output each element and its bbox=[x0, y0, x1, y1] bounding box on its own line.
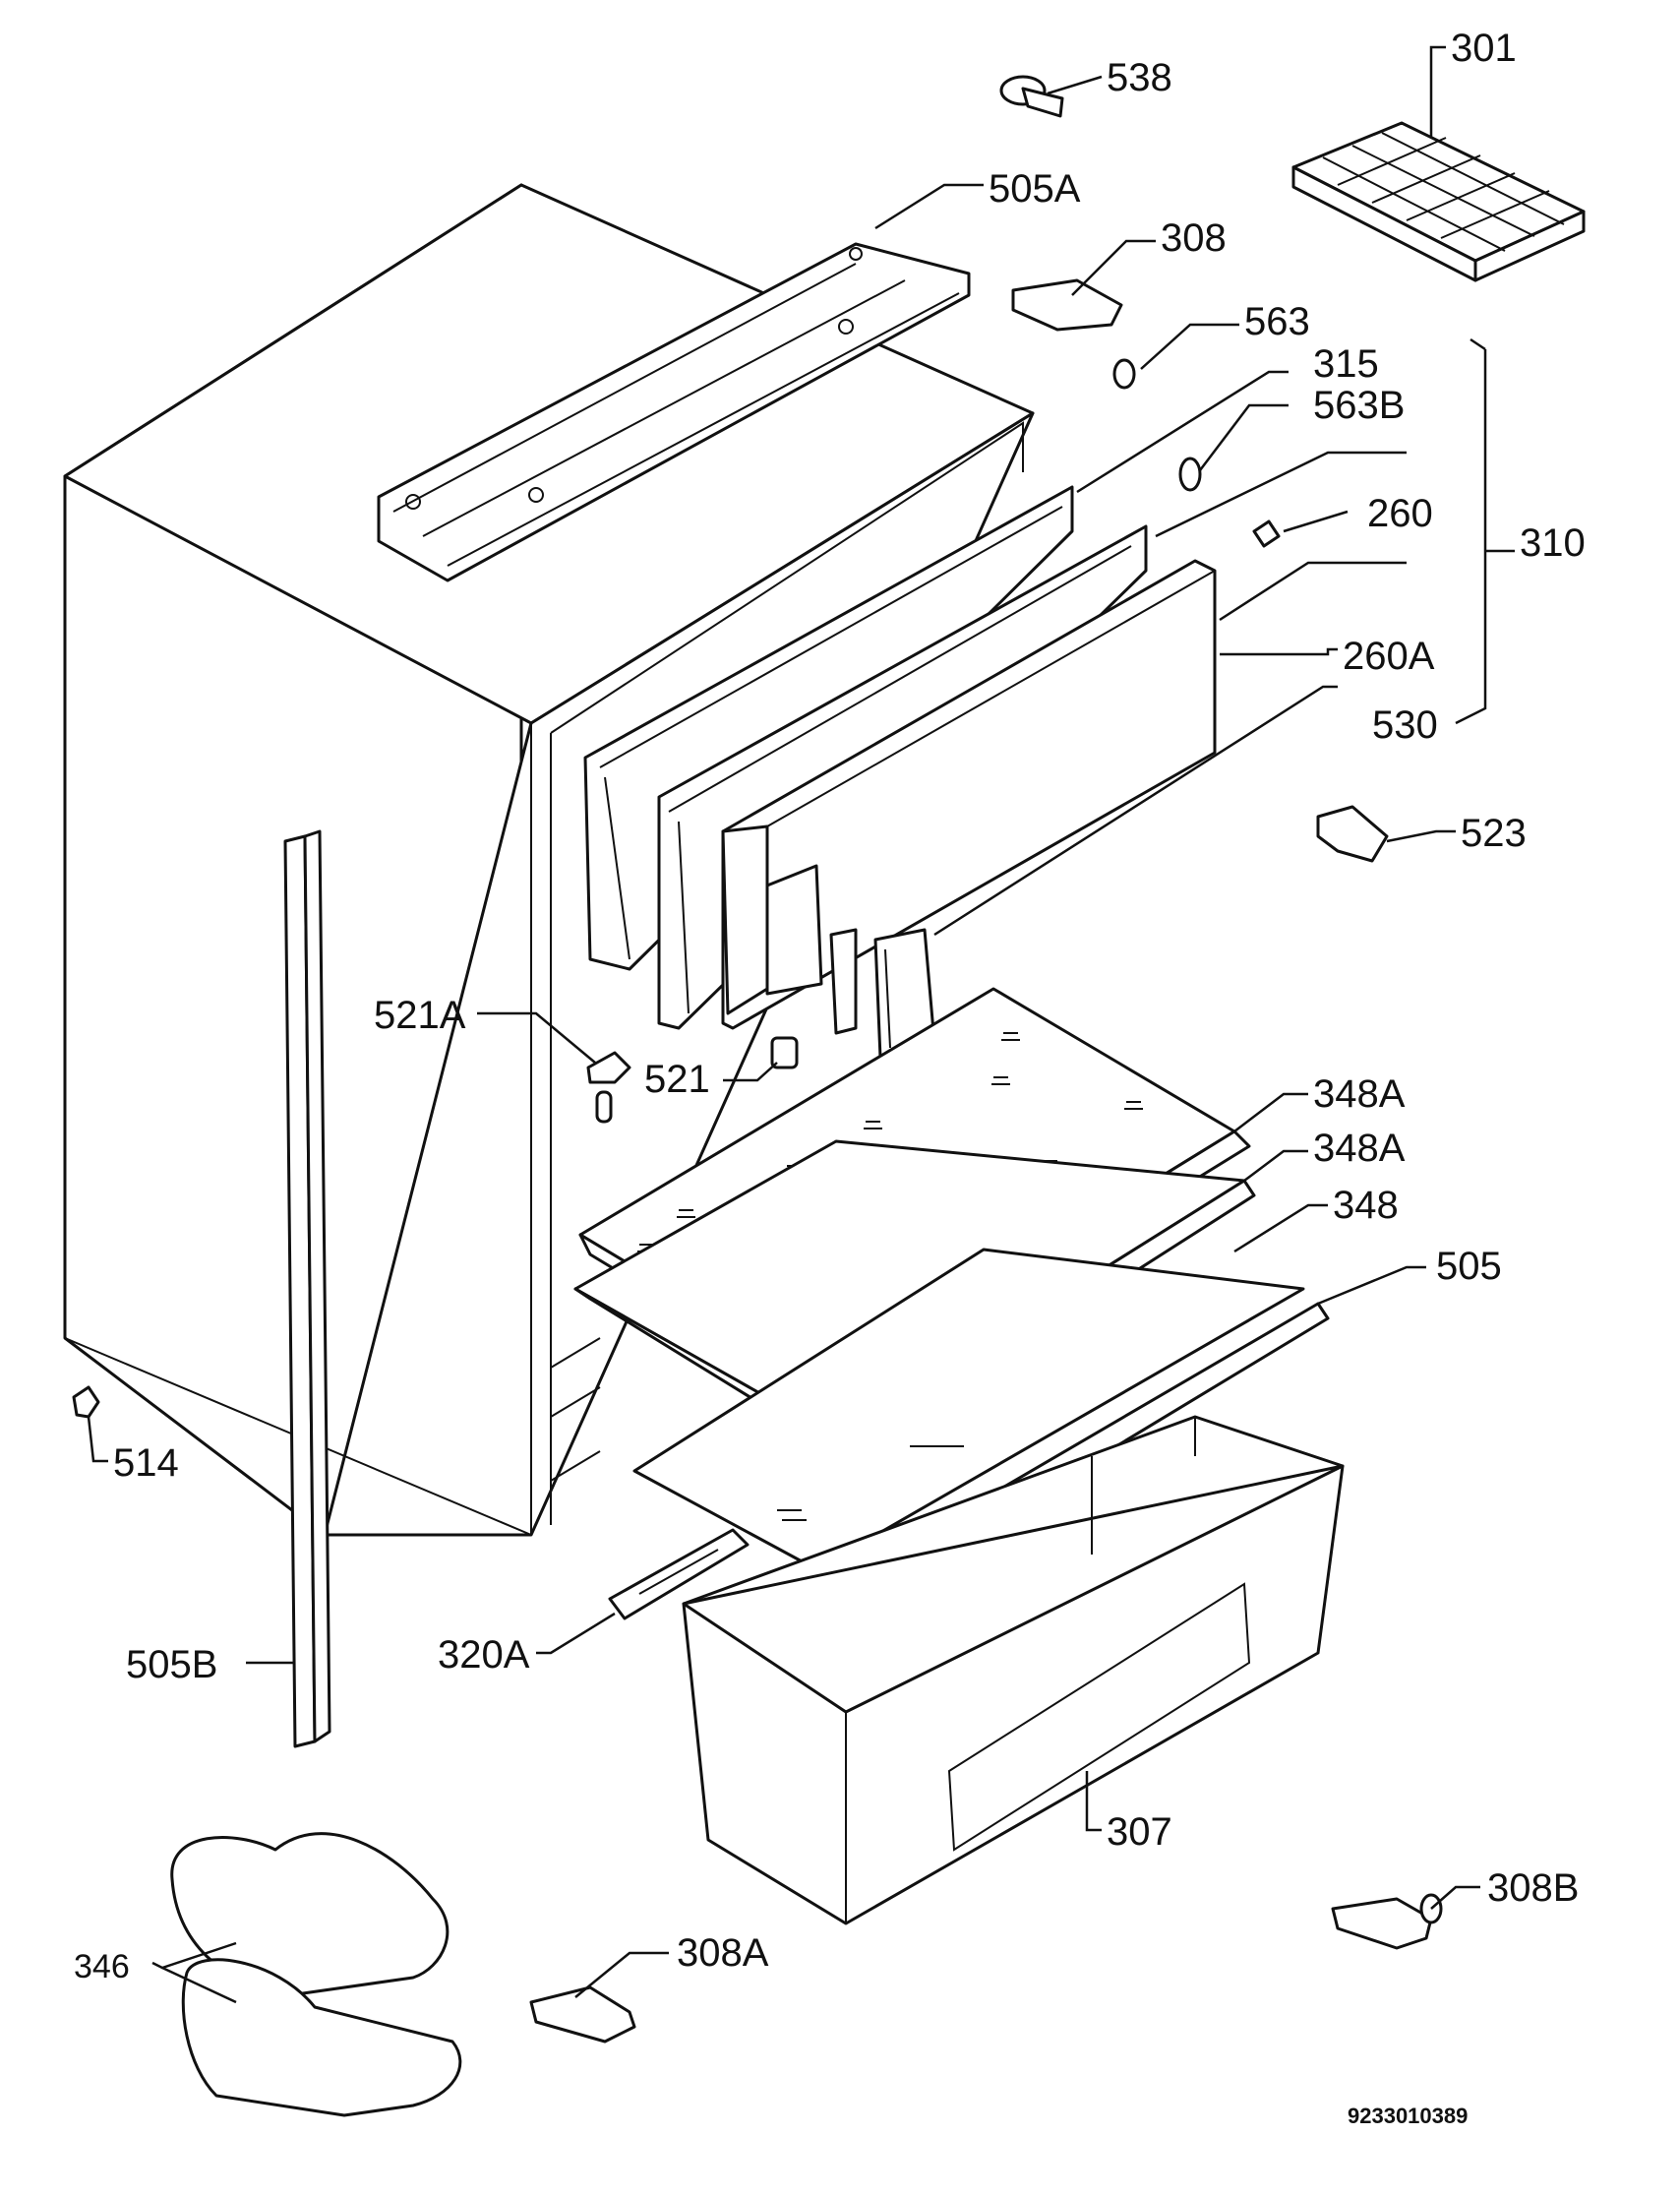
part-505B-door-strip bbox=[283, 829, 331, 1748]
callout-307: 307 bbox=[1107, 1810, 1172, 1854]
part-308-hinge bbox=[1011, 278, 1123, 332]
part-538-cam bbox=[999, 75, 1064, 118]
callout-514: 514 bbox=[113, 1441, 179, 1485]
part-514-screw bbox=[72, 1385, 100, 1419]
part-346-tray bbox=[170, 1832, 462, 2117]
part-320A-bracket bbox=[608, 1528, 750, 1620]
callout-labels: 301 538 505A 308 563 315 563B 260 310 26… bbox=[74, 27, 1586, 1985]
callout-563: 563 bbox=[1244, 300, 1310, 343]
part-523-latch bbox=[1316, 805, 1389, 863]
callout-260A: 260A bbox=[1343, 635, 1435, 678]
callout-308: 308 bbox=[1161, 216, 1227, 260]
callout-505B: 505B bbox=[126, 1643, 217, 1686]
callout-521A: 521A bbox=[374, 994, 466, 1037]
part-348-glass-plate bbox=[632, 1248, 1305, 1571]
part-505A-top-cover bbox=[377, 242, 971, 582]
callout-505A: 505A bbox=[989, 167, 1081, 211]
callout-301: 301 bbox=[1451, 27, 1517, 70]
callout-310: 310 bbox=[1520, 521, 1586, 565]
callout-346: 346 bbox=[74, 1948, 130, 1985]
part-308B-hinge bbox=[1331, 1893, 1443, 1950]
part-307-crisper-drawer bbox=[682, 1415, 1345, 1925]
callout-563B: 563B bbox=[1313, 384, 1405, 427]
callout-315: 315 bbox=[1313, 342, 1379, 386]
callout-521: 521 bbox=[644, 1058, 710, 1101]
part-563-pin bbox=[1112, 358, 1136, 390]
callout-348A-1: 348A bbox=[1313, 1072, 1406, 1116]
leader-lines bbox=[87, 45, 1515, 2004]
callout-260: 260 bbox=[1367, 492, 1433, 535]
callout-530: 530 bbox=[1372, 703, 1438, 747]
document-number: 9233010389 bbox=[1348, 2104, 1468, 2128]
part-563B-pin bbox=[1178, 457, 1202, 492]
part-521A-clip bbox=[586, 1051, 631, 1124]
part-521-hinge bbox=[770, 928, 858, 1069]
part-301-ice-tray bbox=[1291, 121, 1586, 282]
callout-538: 538 bbox=[1107, 56, 1172, 99]
callout-505: 505 bbox=[1436, 1245, 1502, 1288]
part-260-clip bbox=[1252, 519, 1281, 548]
callout-348: 348 bbox=[1333, 1184, 1399, 1227]
callout-308B: 308B bbox=[1487, 1866, 1579, 1910]
callout-308A: 308A bbox=[677, 1931, 769, 1975]
part-260A-door-panel bbox=[721, 559, 1217, 1030]
callout-348A-2: 348A bbox=[1313, 1127, 1406, 1170]
callout-523: 523 bbox=[1461, 812, 1527, 855]
callout-320A: 320A bbox=[438, 1633, 530, 1677]
part-308A-hinge bbox=[529, 1985, 636, 2044]
